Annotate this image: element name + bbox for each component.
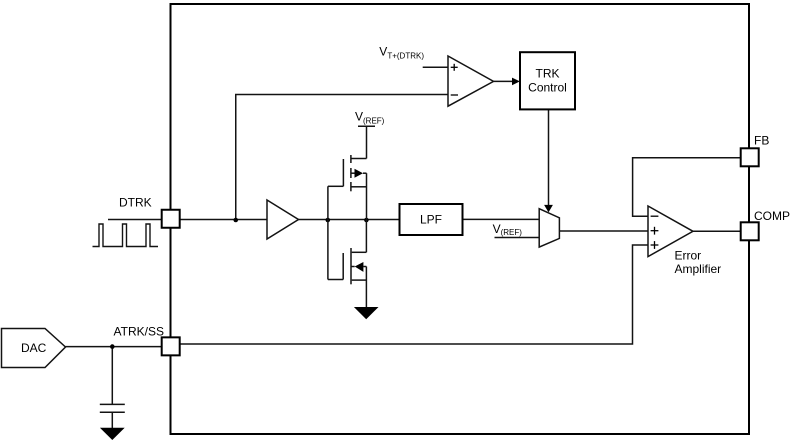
svg-text:LPF: LPF xyxy=(420,212,442,226)
svg-text:V(REF): V(REF) xyxy=(493,222,523,237)
svg-text:ATRK/SS: ATRK/SS xyxy=(114,325,164,339)
svg-text:VT+(DTRK): VT+(DTRK) xyxy=(379,45,424,61)
svg-text:COMP: COMP xyxy=(754,209,790,223)
svg-text:Error: Error xyxy=(675,248,702,262)
svg-text:Control: Control xyxy=(528,81,567,95)
svg-text:DAC: DAC xyxy=(21,341,47,355)
svg-text:Amplifier: Amplifier xyxy=(675,262,722,276)
svg-text:FB: FB xyxy=(754,134,769,148)
svg-text:TRK: TRK xyxy=(536,67,560,81)
svg-text:V(REF): V(REF) xyxy=(355,110,385,126)
svg-text:DTRK: DTRK xyxy=(119,196,152,210)
